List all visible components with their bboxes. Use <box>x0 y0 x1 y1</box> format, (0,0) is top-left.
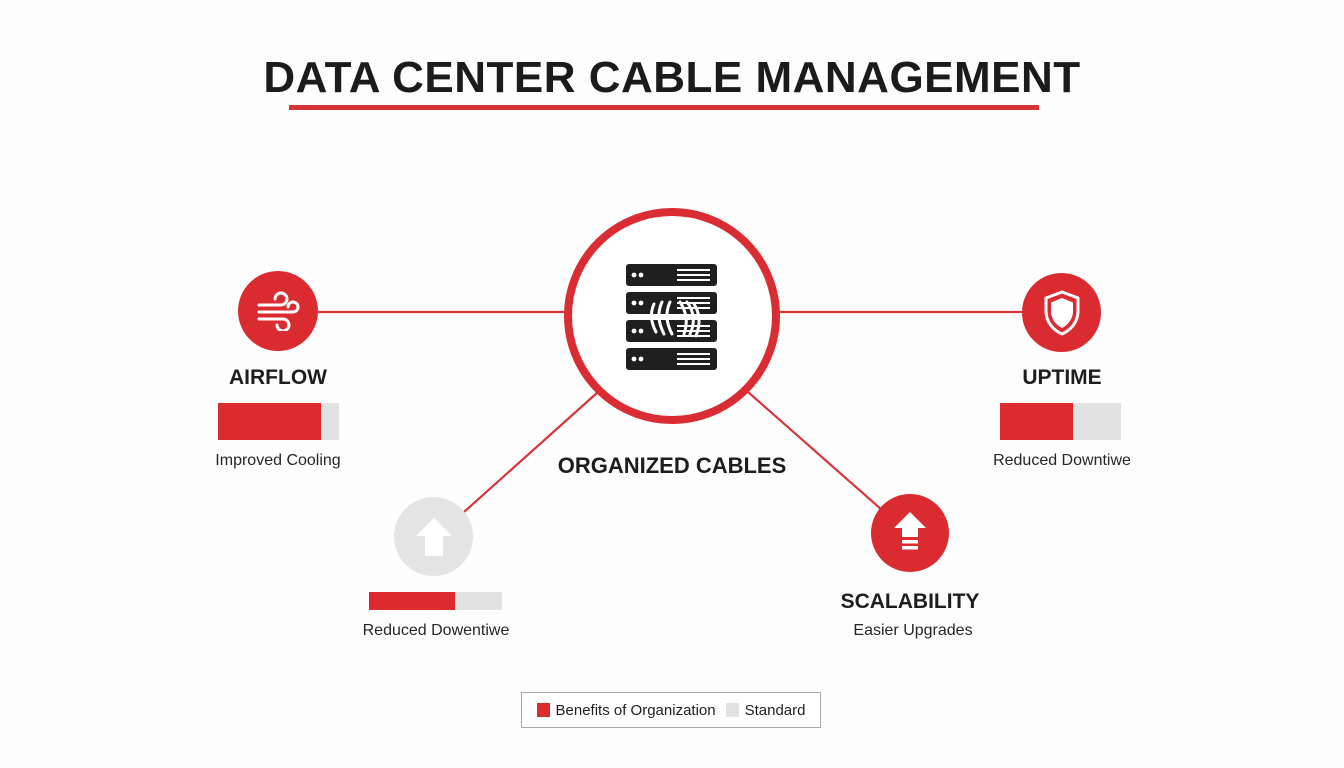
uptime-label: UPTIME <box>1022 366 1102 389</box>
title-underline <box>289 105 1039 110</box>
airflow-bar <box>218 403 339 440</box>
airflow-bar-standard <box>320 403 339 440</box>
server-rack-with-cables-icon <box>626 264 717 370</box>
scalability-label: SCALABILITY <box>840 590 980 613</box>
uptime-bar-fill <box>1000 403 1073 440</box>
connector-bottom-left <box>463 391 599 513</box>
page-title: DATA CENTER CABLE MANAGEMENT <box>263 53 1081 102</box>
airflow-bar-fill <box>218 403 321 440</box>
bottom-left-bar-fill <box>369 592 456 610</box>
legend-label-standard: Standard <box>744 701 806 719</box>
legend-label-benefits: Benefits of Organization <box>555 701 716 719</box>
legend-swatch-standard <box>725 703 739 717</box>
scalability-sublabel: Easier Upgrades <box>853 622 973 639</box>
legend-item-benefits: Benefits of Organization <box>536 701 716 719</box>
bottom-left-sublabel: Reduced Dowentiwe <box>362 622 510 639</box>
uptime-sublabel: Reduced Downtiwe <box>993 452 1131 469</box>
scalability-node <box>871 494 949 572</box>
center-hub <box>564 208 780 424</box>
bottom-left-bar <box>369 592 502 610</box>
bottom-left-bar-standard <box>455 592 502 610</box>
airflow-label: AIRFLOW <box>229 366 327 389</box>
airflow-sublabel: Improved Cooling <box>215 452 341 469</box>
bottom-left-node <box>394 497 473 576</box>
uptime-bar-standard <box>1072 403 1121 440</box>
legend-swatch-benefits <box>536 703 550 717</box>
arrow-up-icon <box>415 517 452 556</box>
legend: Benefits of Organization Standard <box>521 692 821 728</box>
center-label: ORGANIZED CABLES <box>557 453 787 478</box>
shield-icon <box>1044 290 1079 335</box>
wind-icon <box>257 291 300 331</box>
legend-item-standard: Standard <box>725 701 806 719</box>
airflow-node <box>238 271 318 351</box>
uptime-node <box>1022 273 1101 352</box>
uptime-bar <box>1000 403 1121 440</box>
connector-scalability <box>747 391 883 511</box>
arrow-up-stack-icon <box>894 512 926 550</box>
